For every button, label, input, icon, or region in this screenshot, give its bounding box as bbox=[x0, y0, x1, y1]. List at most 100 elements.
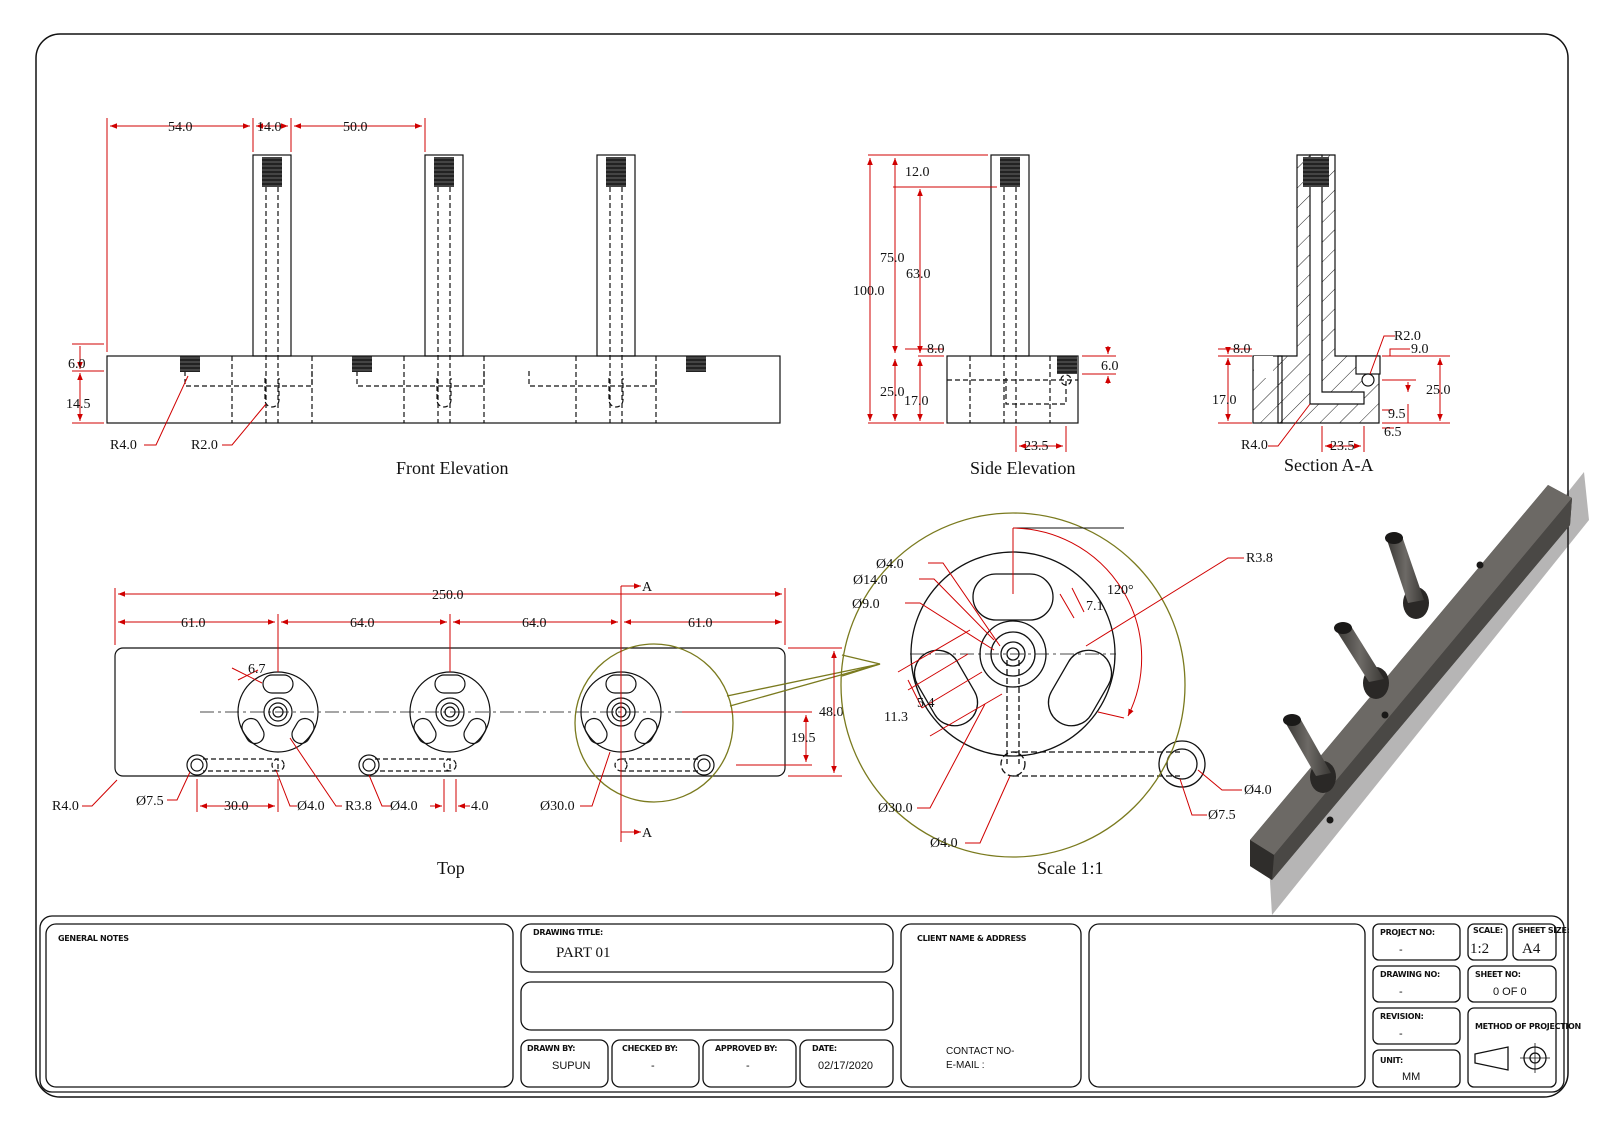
section-mark-top: A bbox=[642, 580, 653, 595]
dim-side-12: 12.0 bbox=[905, 165, 930, 180]
dim-detail-11-3: 11.3 bbox=[884, 710, 908, 725]
detail-boundary-circle bbox=[840, 512, 1186, 858]
dim-top-30: 30.0 bbox=[224, 799, 249, 814]
view-title-side: Side Elevation bbox=[970, 458, 1075, 478]
dim-front-54: 54.0 bbox=[168, 120, 193, 135]
dim-front-6: 6.0 bbox=[68, 357, 86, 372]
dim-section-23-5: 23.5 bbox=[1330, 439, 1355, 454]
title-block bbox=[39, 915, 1565, 1093]
dim-section-9-5: 9.5 bbox=[1388, 407, 1406, 422]
dim-top-dia-4-b: Ø4.0 bbox=[390, 799, 418, 814]
revision-label: REVISION: bbox=[1380, 1012, 1424, 1021]
dim-top-61-left: 61.0 bbox=[181, 616, 206, 631]
sheet-border bbox=[35, 33, 1569, 1098]
dim-section-25: 25.0 bbox=[1426, 383, 1451, 398]
sheet-no-value: 0 OF 0 bbox=[1493, 986, 1527, 998]
dim-front-14: 14.0 bbox=[257, 120, 282, 135]
dim-side-17: 17.0 bbox=[904, 394, 929, 409]
project-no-label: PROJECT NO: bbox=[1380, 928, 1435, 937]
dim-detail-r3-8: R3.8 bbox=[1246, 551, 1273, 566]
unit-label: UNIT: bbox=[1380, 1056, 1403, 1065]
email-text: E-MAIL : bbox=[946, 1060, 985, 1071]
dim-front-r4: R4.0 bbox=[110, 438, 137, 453]
dim-section-17: 17.0 bbox=[1212, 393, 1237, 408]
dim-detail-dia-7-5: Ø7.5 bbox=[1208, 808, 1236, 823]
dim-side-75: 75.0 bbox=[880, 251, 905, 266]
section-aa-dimensions bbox=[1218, 335, 1450, 452]
dim-detail-5-4: 5.4 bbox=[917, 696, 935, 711]
dim-side-63: 63.0 bbox=[906, 267, 931, 282]
unit-value: MM bbox=[1402, 1071, 1420, 1083]
dim-detail-dia-4-c: Ø4.0 bbox=[1244, 783, 1272, 798]
drawing-no-value: - bbox=[1399, 986, 1403, 998]
dim-detail-120: 120° bbox=[1107, 583, 1134, 598]
view-title-detail: Scale 1:1 bbox=[1037, 858, 1103, 878]
project-no-value: - bbox=[1399, 944, 1403, 956]
front-elevation-dimensions bbox=[72, 118, 426, 446]
view-title-top: Top bbox=[437, 858, 465, 878]
drawing-title-value: PART 01 bbox=[556, 945, 611, 961]
dim-top-r3-8: R3.8 bbox=[345, 799, 372, 814]
view-title-section: Section A-A bbox=[1284, 455, 1374, 475]
approved-by-value: - bbox=[746, 1060, 750, 1072]
dim-detail-dia-4-a: Ø4.0 bbox=[876, 557, 904, 572]
view-title-front: Front Elevation bbox=[396, 458, 508, 478]
drawing-no-label: DRAWING NO: bbox=[1380, 970, 1440, 979]
detail-view bbox=[910, 551, 1206, 788]
dim-side-6: 6.0 bbox=[1101, 359, 1119, 374]
dim-side-23-5: 23.5 bbox=[1024, 439, 1049, 454]
dim-section-8: 8.0 bbox=[1233, 342, 1251, 357]
dim-section-9: 9.0 bbox=[1411, 342, 1429, 357]
projection-label: METHOD OF PROJECTION bbox=[1475, 1022, 1581, 1031]
dim-top-64-a: 64.0 bbox=[350, 616, 375, 631]
dim-top-dia-7-5: Ø7.5 bbox=[136, 794, 164, 809]
dim-detail-dia-14: Ø14.0 bbox=[853, 573, 888, 588]
side-elevation-view bbox=[946, 154, 1079, 424]
sheet-no-label: SHEET NO: bbox=[1475, 970, 1521, 979]
detail-leader bbox=[726, 654, 881, 707]
dim-top-r4: R4.0 bbox=[52, 799, 79, 814]
contact-no-text: CONTACT NO- bbox=[946, 1046, 1015, 1057]
dim-side-100: 100.0 bbox=[853, 284, 885, 299]
dim-front-r2: R2.0 bbox=[191, 438, 218, 453]
front-elevation-view bbox=[106, 154, 781, 424]
detail-region-circle bbox=[574, 643, 734, 803]
dim-detail-7-1: 7.1 bbox=[1086, 599, 1104, 614]
dim-top-6-7: 6.7 bbox=[248, 662, 266, 677]
dim-top-61-right: 61.0 bbox=[688, 616, 713, 631]
top-view-dimensions bbox=[82, 583, 842, 842]
approved-by-label: APPROVED BY: bbox=[715, 1044, 777, 1053]
dim-front-14-5: 14.5 bbox=[66, 397, 91, 412]
section-aa-view bbox=[1252, 154, 1381, 424]
dim-section-r2: R2.0 bbox=[1394, 329, 1421, 344]
sheet-size-value: A4 bbox=[1522, 941, 1541, 957]
drawn-by-label: DRAWN BY: bbox=[527, 1044, 575, 1053]
scale-value: 1:2 bbox=[1470, 941, 1489, 957]
side-elevation-dimensions bbox=[867, 154, 1116, 452]
checked-by-label: CHECKED BY: bbox=[622, 1044, 678, 1053]
dim-front-50: 50.0 bbox=[343, 120, 368, 135]
3d-model-render bbox=[1250, 472, 1589, 915]
date-value: 02/17/2020 bbox=[818, 1060, 873, 1072]
dim-top-250: 250.0 bbox=[432, 588, 464, 603]
date-label: DATE: bbox=[812, 1044, 837, 1053]
dim-side-25: 25.0 bbox=[880, 385, 905, 400]
general-notes-label: GENERAL NOTES bbox=[58, 934, 129, 943]
dim-detail-dia-4-b: Ø4.0 bbox=[930, 836, 958, 851]
dim-top-64-b: 64.0 bbox=[522, 616, 547, 631]
dim-top-48: 48.0 bbox=[819, 705, 844, 720]
projection-symbol-icon bbox=[1474, 1046, 1509, 1071]
dim-detail-dia-9: Ø9.0 bbox=[852, 597, 880, 612]
dim-section-6-5: 6.5 bbox=[1384, 425, 1402, 440]
scale-label: SCALE: bbox=[1473, 926, 1503, 935]
drawing-title-label: DRAWING TITLE: bbox=[533, 928, 603, 937]
detail-dimensions bbox=[897, 527, 1244, 844]
sheet-size-label: SHEET SIZE: bbox=[1518, 926, 1570, 935]
checked-by-value: - bbox=[651, 1060, 655, 1072]
dim-top-dia-30: Ø30.0 bbox=[540, 799, 575, 814]
dim-top-19-5: 19.5 bbox=[791, 731, 816, 746]
dim-section-r4: R4.0 bbox=[1241, 438, 1268, 453]
dim-top-dia-4-a: Ø4.0 bbox=[297, 799, 325, 814]
client-label: CLIENT NAME & ADDRESS bbox=[917, 934, 1027, 943]
